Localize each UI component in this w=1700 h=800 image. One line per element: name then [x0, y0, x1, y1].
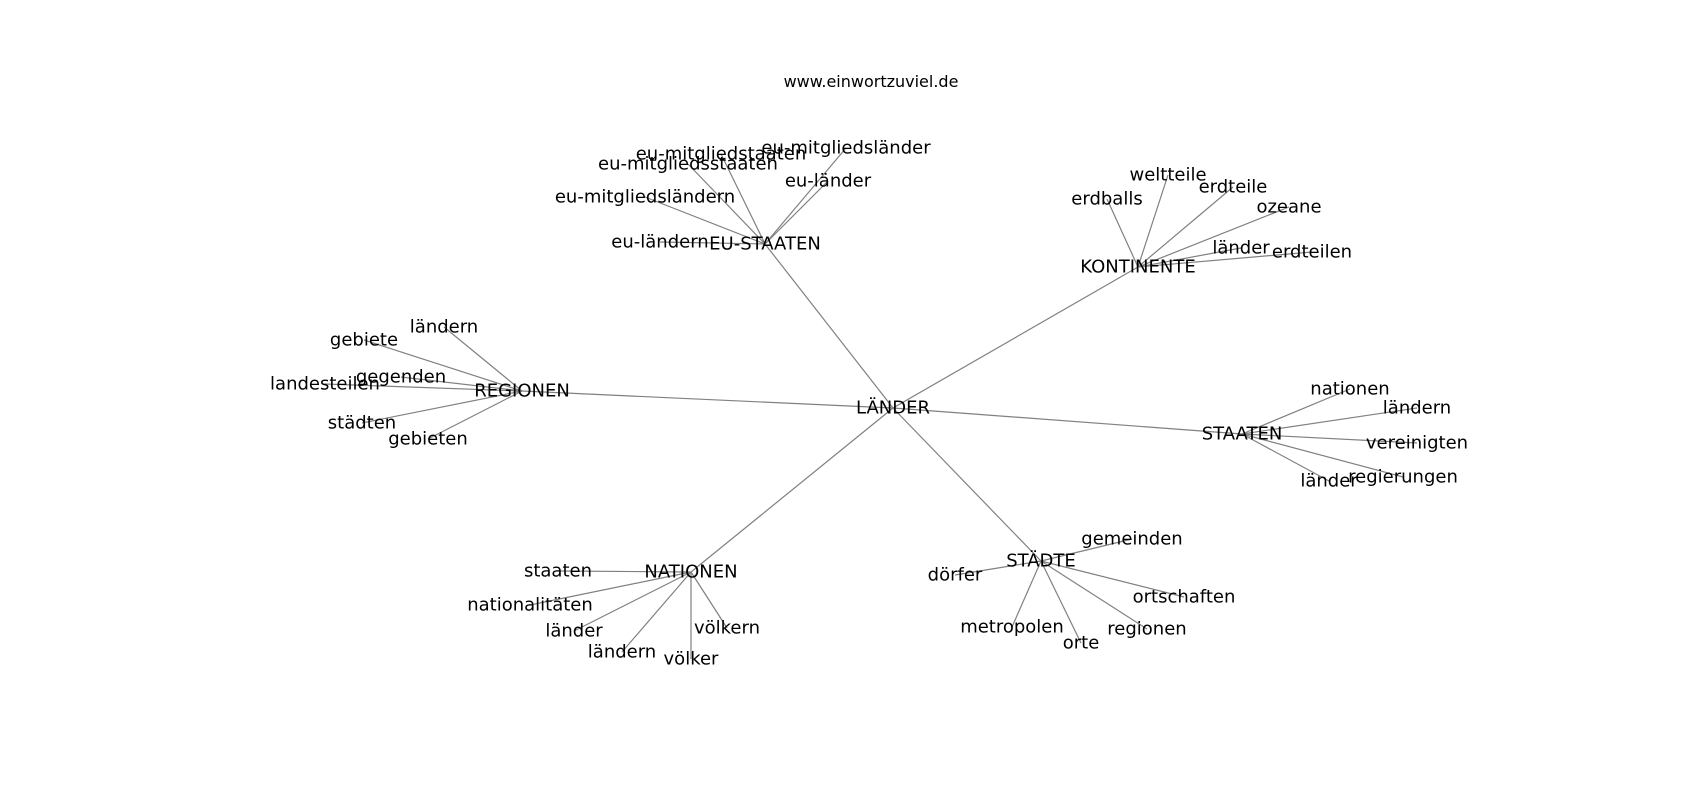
edge-nationen-staaten: [557, 570, 692, 573]
edge-root-staaten: [892, 407, 1243, 435]
edge-staedte-gemeinden: [1040, 538, 1133, 562]
edge-kontinente-ozeane: [1137, 206, 1290, 268]
node-leaf-nationen-nationalitaeten: nationalitäten: [467, 595, 593, 616]
node-leaf-eu-staaten-eu-mitgliedslaender: eu-mitgliedsländer: [761, 138, 931, 159]
node-leaf-staedte-doerfer: dörfer: [928, 565, 983, 586]
node-root-laender: LÄNDER: [856, 398, 930, 419]
node-hub-nationen: NATIONEN: [644, 562, 737, 583]
node-leaf-kontinente-ozeane: ozeane: [1256, 197, 1321, 218]
edge-regionen-staedten: [361, 390, 523, 424]
edge-kontinente-weltteile: [1137, 174, 1169, 268]
node-hub-regionen: REGIONEN: [474, 381, 570, 402]
edge-nationen-voelkern: [690, 571, 728, 629]
edge-eu-staaten-eu-laender: [764, 180, 829, 245]
node-leaf-eu-staaten-eu-mitgliedslaendern: eu-mitgliedsländern: [555, 187, 735, 208]
node-leaf-staedte-ortschaften: ortschaften: [1133, 587, 1236, 608]
edge-regionen-laendern: [443, 326, 523, 392]
edge-root-kontinente: [892, 266, 1139, 409]
edge-root-eu-staaten: [764, 243, 894, 409]
edge-nationen-laender: [573, 571, 692, 632]
node-leaf-nationen-voelker: völker: [664, 649, 720, 670]
node-hub-kontinente: KONTINENTE: [1080, 257, 1195, 278]
edge-staedte-orte: [1040, 560, 1082, 644]
edge-nationen-laendern: [621, 571, 692, 653]
edge-eu-staaten-eu-mitgliedslaendern: [644, 196, 766, 245]
node-leaf-kontinente-erdteile: erdteile: [1199, 177, 1268, 198]
node-leaf-eu-staaten-eu-laendern: eu-ländern: [611, 232, 708, 253]
node-leaf-regionen-landesteilen: landesteilen: [270, 374, 380, 395]
edge-regionen-gegenden: [400, 376, 523, 392]
node-leaf-eu-staaten-eu-mitgliedsstaaten: eu-mitgliedsstaaten: [598, 154, 778, 175]
graph-edges: [324, 147, 1418, 659]
node-leaf-staedte-gemeinden: gemeinden: [1081, 529, 1182, 550]
edge-eu-staaten-eu-mitgliedstaaten: [720, 153, 766, 245]
node-leaf-nationen-laendern: ländern: [588, 642, 656, 663]
node-leaf-nationen-voelkern: völkern: [694, 618, 760, 639]
node-leaf-staedte-orte: orte: [1063, 633, 1100, 654]
edge-kontinente-laender: [1137, 247, 1242, 268]
node-leaf-staaten-laender: länder: [1300, 471, 1358, 492]
node-hub-eu-staaten: EU-STAATEN: [709, 234, 821, 255]
edge-staaten-vereinigten: [1241, 433, 1418, 444]
edge-kontinente-erdballs: [1106, 198, 1139, 268]
node-leaf-regionen-laendern: ländern: [410, 317, 478, 338]
edge-regionen-gebieten: [427, 390, 523, 440]
edge-staaten-laender: [1241, 433, 1330, 482]
node-leaf-kontinente-laender: länder: [1212, 238, 1270, 259]
node-leaf-staaten-laendern: ländern: [1383, 398, 1451, 419]
node-leaf-nationen-laender: länder: [545, 621, 603, 642]
edge-staedte-doerfer: [954, 560, 1042, 576]
edge-staaten-laendern: [1241, 407, 1418, 435]
edge-staaten-regierungen: [1241, 433, 1404, 478]
node-leaf-eu-staaten-eu-laender: eu-länder: [785, 171, 872, 192]
node-leaf-staedte-metropolen: metropolen: [960, 617, 1064, 638]
edge-eu-staaten-eu-mitgliedslaender: [764, 147, 847, 245]
edge-staedte-ortschaften: [1040, 560, 1185, 598]
edge-kontinente-erdteilen: [1137, 251, 1313, 268]
node-leaf-regionen-gebieten: gebieten: [388, 429, 468, 450]
node-leaf-kontinente-erdteilen: erdteilen: [1272, 242, 1352, 263]
edge-regionen-gebiete: [363, 339, 523, 392]
node-hub-staedte: STÄDTE: [1006, 551, 1076, 572]
node-leaf-kontinente-weltteile: weltteile: [1129, 165, 1206, 186]
edge-regionen-landesteilen: [324, 383, 523, 392]
edge-root-nationen: [690, 407, 894, 573]
graph-labels: LÄNDEREU-STAATENeu-mitgliedsländereu-mit…: [270, 138, 1468, 670]
edge-kontinente-erdteile: [1137, 186, 1234, 268]
edge-eu-staaten-eu-mitgliedsstaaten: [687, 163, 766, 245]
edge-staedte-metropolen: [1011, 560, 1042, 628]
edge-root-staedte: [892, 407, 1042, 562]
node-leaf-staaten-nationen: nationen: [1310, 379, 1389, 400]
node-leaf-regionen-gegenden: gegenden: [356, 367, 446, 388]
edge-root-regionen: [521, 390, 894, 409]
node-leaf-staaten-vereinigten: vereinigten: [1366, 433, 1468, 454]
edge-eu-staaten-eu-laendern: [659, 241, 766, 245]
edge-staedte-regionen: [1040, 560, 1148, 630]
edge-nationen-nationalitaeten: [529, 571, 692, 606]
node-leaf-kontinente-erdballs: erdballs: [1071, 189, 1142, 210]
node-leaf-staedte-regionen: regionen: [1107, 619, 1186, 640]
node-leaf-nationen-staaten: staaten: [524, 561, 592, 582]
node-leaf-staaten-regierungen: regierungen: [1348, 467, 1458, 488]
node-leaf-regionen-staedten: städten: [328, 413, 396, 434]
edge-staaten-nationen: [1241, 388, 1351, 435]
node-leaf-regionen-gebiete: gebiete: [330, 330, 398, 351]
node-leaf-eu-staaten-eu-mitgliedstaaten: eu-mitgliedstaaten: [636, 144, 807, 165]
node-hub-staaten: STAATEN: [1202, 424, 1283, 445]
graph-title: www.einwortzuviel.de: [784, 72, 959, 91]
